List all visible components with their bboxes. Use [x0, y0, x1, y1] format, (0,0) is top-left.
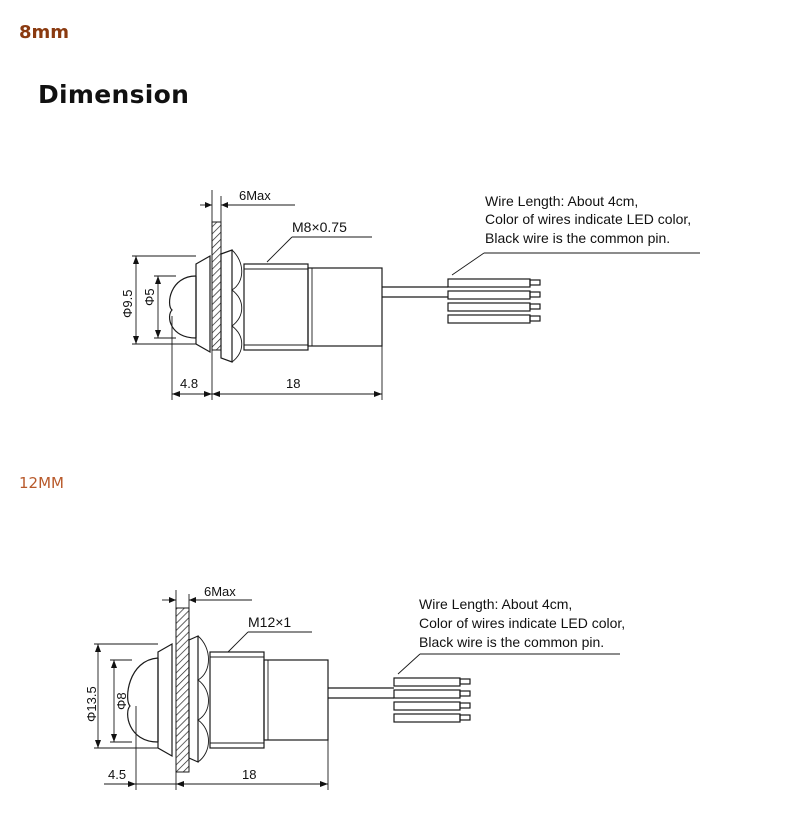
- note-line-3-12mm: Black wire is the common pin.: [419, 634, 604, 650]
- lens-12mm: [127, 657, 159, 743]
- note-line-3-8mm: Black wire is the common pin.: [485, 230, 670, 246]
- note-line-2-12mm: Color of wires indicate LED color,: [419, 615, 625, 631]
- body-length-8mm: 18: [286, 376, 300, 391]
- wires-12mm: [328, 677, 471, 723]
- thread-body-12mm: [209, 651, 265, 749]
- head-length-8mm: 4.8: [180, 376, 198, 391]
- thread-label-8mm: M8×0.75: [292, 219, 347, 235]
- note-line-2-8mm: Color of wires indicate LED color,: [485, 211, 691, 227]
- nut-12mm: [188, 635, 199, 763]
- thread-body-8mm: [243, 263, 309, 351]
- lens-diameter-8mm: Φ5: [142, 288, 157, 306]
- bezel-8mm: [195, 254, 211, 354]
- wires-8mm: [382, 278, 541, 324]
- dimension-heading: Dimension: [38, 80, 190, 109]
- panel-thickness-12mm: 6Max: [204, 584, 236, 599]
- outer-diameter-8mm: Φ9.5: [120, 290, 135, 318]
- head-length-12mm: 4.5: [108, 767, 126, 782]
- note-line-1-8mm: Wire Length: About 4cm,: [485, 193, 638, 209]
- panel-8mm: [211, 221, 222, 351]
- bezel-12mm: [157, 642, 173, 758]
- panel-thickness-8mm: 6Max: [239, 188, 271, 203]
- size-label-8mm: 8mm: [19, 22, 70, 43]
- rear-housing-12mm: [263, 659, 329, 741]
- lens-diameter-12mm: Φ8: [114, 692, 129, 710]
- lens-8mm: [168, 275, 197, 339]
- note-line-1-12mm: Wire Length: About 4cm,: [419, 596, 572, 612]
- body-length-12mm: 18: [242, 767, 256, 782]
- thread-label-12mm: M12×1: [248, 614, 291, 630]
- panel-12mm: [175, 607, 190, 773]
- drawing-8mm: 6Max M8×0.75 Φ9.5 Φ5 4.8 18 Wire Length:…: [120, 188, 700, 400]
- outer-diameter-12mm: Φ13.5: [84, 686, 99, 722]
- nut-8mm: [220, 249, 233, 363]
- drawing-12mm: 6Max M12×1 Φ13.5 Φ8 4.5 18 Wire Length: …: [84, 584, 625, 790]
- rear-housing-8mm: [307, 267, 383, 347]
- size-label-12mm: 12MM: [19, 474, 64, 492]
